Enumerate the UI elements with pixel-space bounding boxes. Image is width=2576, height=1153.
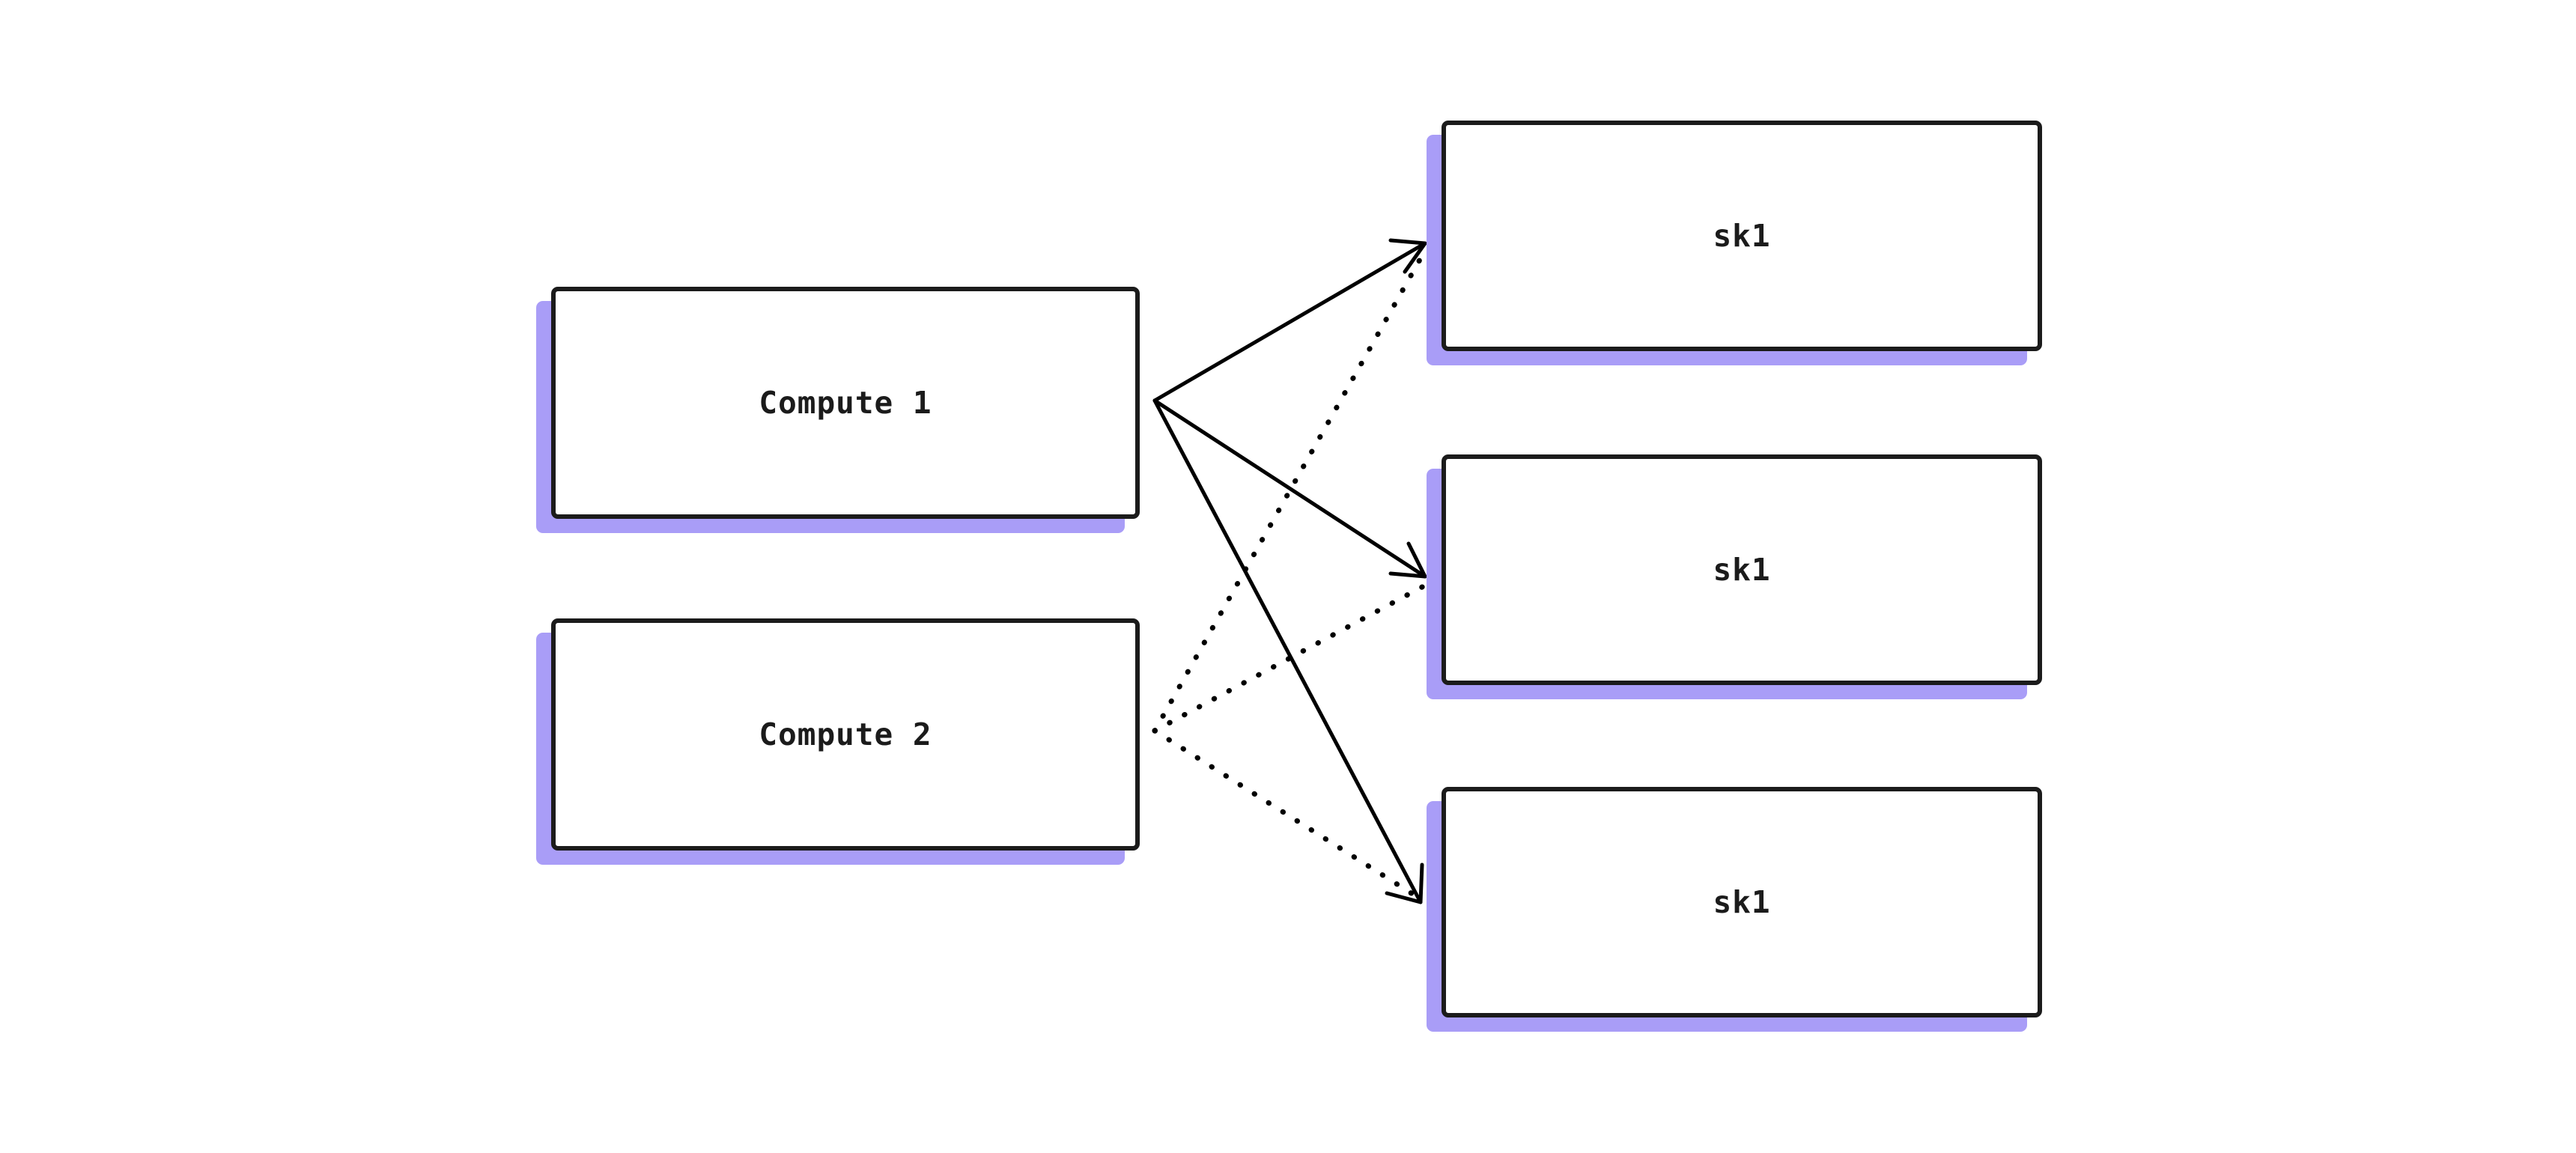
node-sk1-b[interactable]: sk1	[1427, 454, 2042, 699]
node-label: Compute 2	[759, 717, 932, 752]
edge-compute2-to-sk1-b	[1152, 583, 1427, 734]
node-label: sk1	[1713, 218, 1771, 254]
node-label: sk1	[1713, 884, 1771, 920]
node-compute-1[interactable]: Compute 1	[536, 287, 1140, 533]
edge-compute2-to-sk1-a	[1152, 250, 1427, 734]
node-body[interactable]: Compute 2	[551, 618, 1140, 851]
node-sk1-a[interactable]: sk1	[1427, 121, 2042, 365]
edge-compute1-to-sk1-b	[1152, 398, 1427, 579]
node-body[interactable]: sk1	[1442, 454, 2042, 685]
node-body[interactable]: sk1	[1442, 787, 2042, 1017]
node-sk1-c[interactable]: sk1	[1427, 787, 2042, 1032]
node-body[interactable]: Compute 1	[551, 287, 1140, 519]
node-compute-2[interactable]: Compute 2	[536, 618, 1140, 865]
node-body[interactable]: sk1	[1442, 121, 2042, 351]
edge-compute2-to-sk1-c	[1152, 728, 1419, 899]
node-label: Compute 1	[759, 385, 932, 421]
edge-compute1-to-sk1-a	[1152, 238, 1427, 403]
node-label: sk1	[1713, 552, 1771, 588]
edge-compute1-to-sk1-c	[1152, 398, 1424, 904]
